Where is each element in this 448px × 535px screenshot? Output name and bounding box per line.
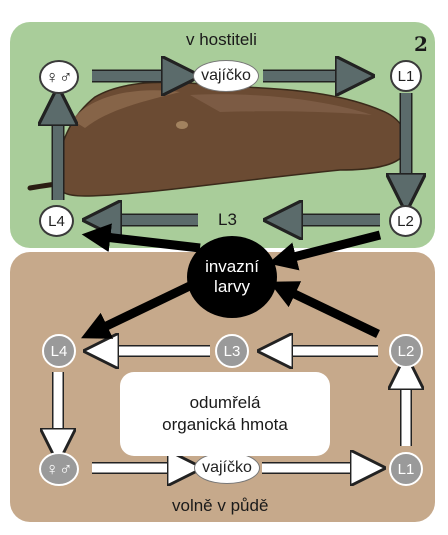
soil-sexes-node: ♀♂ (39, 452, 79, 486)
host-sexes-node: ♀♂ (39, 60, 79, 94)
soil-l4-node: L4 (42, 334, 76, 368)
soil-l1-node: L1 (389, 452, 423, 486)
soil-title: volně v půdě (172, 496, 268, 516)
host-l4-node: L4 (39, 205, 74, 237)
organic-matter-box: odumřelá organická hmota (120, 372, 330, 456)
invasive-line1: invazní (205, 257, 259, 277)
invasive-line2: larvy (214, 277, 250, 297)
soil-egg-node: vajíčko (194, 452, 260, 484)
invasive-larvae-node: invazní larvy (187, 236, 277, 318)
figure-number: 2 (414, 32, 428, 56)
host-egg-node: vajíčko (193, 60, 259, 92)
organic-line1: odumřelá (190, 392, 261, 414)
soil-l3-node: L3 (215, 334, 249, 368)
organic-line2: organická hmota (162, 414, 288, 436)
host-l3-label: L3 (218, 210, 237, 230)
host-l1-node: L1 (390, 60, 422, 92)
host-title: v hostiteli (186, 30, 257, 50)
soil-l2-node: L2 (389, 334, 423, 368)
host-l2-node: L2 (389, 205, 422, 237)
